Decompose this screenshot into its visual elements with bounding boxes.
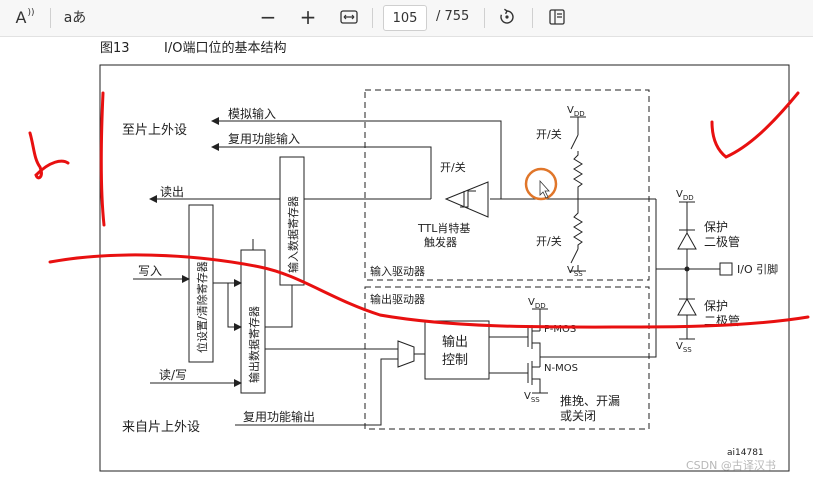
output-control-block: [424, 320, 490, 380]
alt-function-input-label: 复用功能输入: [228, 131, 300, 146]
toolbar-divider: [50, 8, 51, 28]
output-control-label-1: 输出: [442, 334, 468, 350]
mouse-cursor-icon: [539, 179, 550, 199]
pin-junction-dot: [684, 266, 690, 272]
read-aloud-label: A: [15, 7, 27, 27]
analog-input-label: 模拟输入: [228, 106, 276, 121]
output-control-label-2: 控制: [442, 353, 468, 368]
output-driver-box: [364, 286, 650, 430]
write-in-label: 写入: [138, 264, 162, 278]
text-options-label: aあ: [63, 10, 87, 26]
figure-frame: [99, 64, 790, 472]
figure-id-label: ai14781: [727, 448, 764, 458]
input-data-register: [279, 156, 305, 286]
hysteresis-icon: [460, 190, 476, 208]
output-data-register-label: 输出数据寄存器: [247, 306, 261, 383]
minus-icon: −: [259, 5, 277, 29]
io-pin-label: I/O 引脚: [737, 262, 778, 276]
toolbar-divider: [484, 8, 485, 28]
rotate-button[interactable]: [494, 4, 520, 30]
io-pin-square: [719, 262, 733, 276]
protect-label-1: 保护: [704, 220, 728, 234]
output-mux: [397, 340, 415, 368]
vdd-top-label: VDD: [567, 105, 585, 118]
plus-icon: +: [299, 5, 317, 29]
output-mosfets: [527, 308, 548, 394]
vss-mos-label: VSS: [524, 391, 540, 404]
to-onchip-peripheral-label: 至片上外设: [122, 123, 187, 138]
red-annotation-marks: [28, 91, 810, 329]
input-data-register-label: 输入数据寄存器: [286, 196, 300, 273]
zoom-out-button[interactable]: −: [256, 4, 280, 30]
figure-title: I/O端口位的基本结构: [164, 40, 286, 56]
protect-label-2: 保护: [704, 299, 728, 313]
page-view-button[interactable]: [544, 4, 570, 30]
ttl-schmitt-label-2: 触发器: [424, 235, 457, 249]
page-number-input[interactable]: 105: [383, 5, 427, 31]
alt-function-output-label: 复用功能输出: [243, 409, 315, 424]
lower-diode-icon: [677, 297, 697, 316]
nmos-label: N-MOS: [544, 363, 578, 374]
toolbar-divider: [532, 8, 533, 28]
fit-width-icon: [340, 10, 358, 24]
fit-page-button[interactable]: [336, 4, 362, 30]
read-write-label: 读/写: [159, 368, 187, 382]
cursor-highlight-ring: [524, 167, 558, 201]
upper-diode-icon: [677, 231, 697, 250]
watermark-text: CSDN @古译汉书: [686, 459, 776, 472]
input-driver-label: 输入驱动器: [370, 264, 425, 278]
vdd-diode-label: VDD: [676, 189, 694, 202]
signal-wires: [133, 117, 720, 426]
pmos-label: P-MOS: [544, 324, 576, 335]
figure-number: 图13: [100, 41, 130, 56]
push-pull-label-2: 或关闭: [560, 409, 596, 423]
from-onchip-peripheral-label: 来自片上外设: [122, 420, 200, 435]
ttl-schmitt-label-1: TTL肖特基: [417, 221, 470, 235]
page-total: / 755: [436, 9, 470, 24]
input-driver-box: [364, 89, 650, 281]
vss-top-label: VSS: [567, 265, 583, 278]
vss-diode-label: VSS: [676, 341, 692, 354]
protect-diode-label-1: 二极管: [704, 234, 740, 249]
vdd-mos-label: VDD: [528, 297, 546, 310]
page-current: 105: [392, 10, 418, 26]
reader-toolbar: A )) aあ − + 105 / 755: [0, 0, 813, 37]
speaker-wave-icon: )): [27, 8, 35, 18]
rotate-icon: [500, 8, 514, 24]
bit-set-reset-register: [188, 204, 214, 363]
pull-resistors: [570, 116, 586, 272]
toolbar-divider: [372, 8, 373, 28]
push-pull-label-1: 推挽、开漏: [560, 394, 620, 408]
two-page-icon: [549, 9, 565, 25]
text-options-button[interactable]: aあ: [60, 4, 90, 30]
read-out-label: 读出: [160, 185, 184, 199]
on-off-label-3: 开/关: [536, 234, 562, 248]
zoom-in-button[interactable]: +: [296, 4, 320, 30]
read-aloud-button[interactable]: A )): [10, 4, 40, 30]
output-driver-label: 输出驱动器: [370, 292, 425, 306]
on-off-label-1: 开/关: [440, 160, 466, 174]
schmitt-trigger-symbol: [444, 181, 489, 218]
on-off-label-2: 开/关: [536, 127, 562, 141]
document-page: 图13 I/O端口位的基本结构 输入数据寄存器 位设置/清除寄存器 输出数据寄存…: [0, 37, 813, 482]
bit-set-reset-register-label: 位设置/清除寄存器: [195, 261, 209, 353]
io-port-structure-diagram: 图13 I/O端口位的基本结构 输入数据寄存器 位设置/清除寄存器 输出数据寄存…: [28, 40, 810, 472]
